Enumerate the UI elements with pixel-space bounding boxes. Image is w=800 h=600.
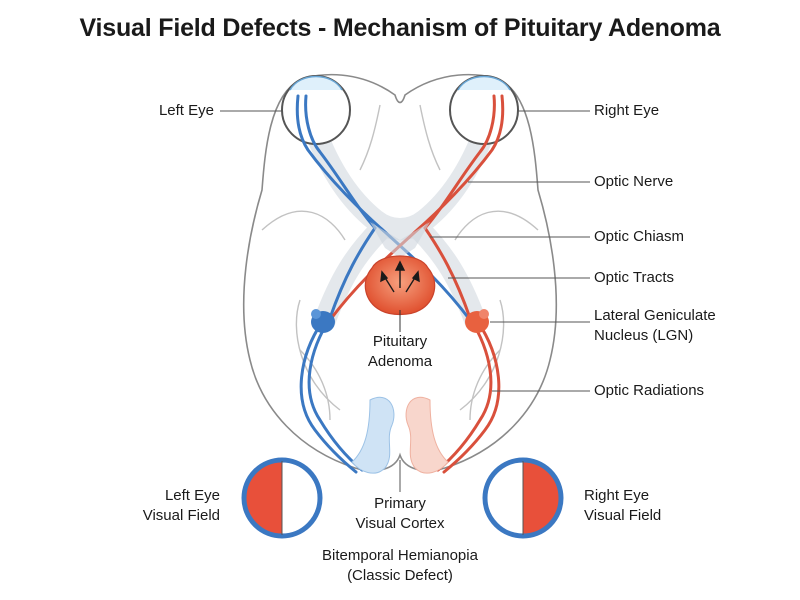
label-bitemporal-hemianopia: Bitemporal Hemianopia (Classic Defect) [300, 546, 500, 586]
label-lgn-line1: Lateral Geniculate [594, 307, 716, 324]
label-right-field-line1: Right Eye [584, 487, 650, 504]
left-eye [281, 75, 351, 145]
label-optic-radiations: Optic Radiations [594, 382, 705, 399]
diagram-title: Visual Field Defects - Mechanism of Pitu… [79, 14, 721, 42]
label-optic-tracts: Optic Tracts [594, 269, 675, 286]
label-adenoma-line1: Pituitary [372, 333, 428, 350]
label-left-eye: Left Eye [158, 102, 214, 119]
right-visual-field [482, 457, 564, 539]
label-left-field-line1: Left Eye [164, 487, 220, 504]
label-left-visual-field: Left Eye Visual Field [120, 486, 220, 526]
label-pituitary-adenoma: Pituitary Adenoma [340, 332, 460, 372]
label-adenoma-line2: Adenoma [367, 353, 433, 370]
label-cortex-line1: Primary [374, 495, 426, 512]
label-left-field-line2: Visual Field [142, 507, 220, 524]
label-defect-line1: Bitemporal Hemianopia [322, 547, 478, 564]
leader-lines [220, 110, 590, 492]
label-optic-nerve: Optic Nerve [594, 173, 674, 190]
left-visual-field [241, 457, 323, 539]
label-cortex-line2: Visual Cortex [355, 515, 445, 532]
left-visual-cortex [351, 397, 395, 474]
pituitary-adenoma [364, 255, 436, 332]
label-lgn: Lateral Geniculate Nucleus (LGN) [594, 306, 716, 346]
label-primary-visual-cortex: Primary Visual Cortex [330, 494, 470, 534]
right-visual-cortex [405, 397, 449, 474]
right-eye [449, 75, 519, 145]
label-defect-line2: (Classic Defect) [347, 567, 453, 584]
optic-chiasm-shape [370, 222, 430, 258]
label-optic-chiasm: Optic Chiasm [594, 228, 685, 245]
label-right-field-line2: Visual Field [584, 507, 662, 524]
label-right-eye: Right Eye [594, 102, 660, 119]
label-lgn-line2: Nucleus (LGN) [594, 327, 694, 344]
label-right-visual-field: Right Eye Visual Field [584, 486, 661, 526]
